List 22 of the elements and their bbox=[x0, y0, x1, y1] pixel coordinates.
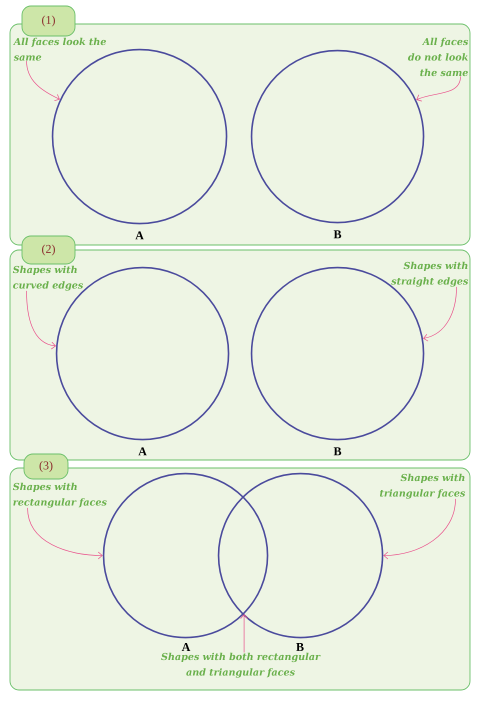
venn-circle bbox=[52, 48, 228, 224]
leader-arrow bbox=[240, 614, 248, 653]
annotation-text: Shapes with triangular faces bbox=[380, 474, 466, 499]
leader-arrow bbox=[26, 290, 56, 350]
node-label: (2) bbox=[42, 244, 55, 256]
leader-arrow bbox=[26, 60, 60, 102]
annotation-text: All faces do not look the same bbox=[408, 38, 468, 76]
annotation-text: Shapes with rectangular faces bbox=[12, 482, 107, 508]
leader-arrow bbox=[27, 508, 103, 560]
annotation-text: Shapes with straight edges bbox=[391, 262, 468, 287]
circle-label: A bbox=[138, 447, 147, 456]
circle-label: B bbox=[334, 447, 342, 456]
annotation-text: Shapes with both rectangular and triangular faces bbox=[161, 652, 321, 678]
leader-arrow bbox=[416, 76, 461, 102]
circle-label: A bbox=[182, 643, 190, 651]
node-label: (3) bbox=[40, 461, 52, 472]
annotation-text: Shapes with curved edges bbox=[12, 266, 84, 291]
circle-label: B bbox=[334, 230, 342, 238]
circle-label: B bbox=[296, 643, 304, 651]
leader-arrow bbox=[423, 286, 457, 342]
leader-arrow bbox=[383, 498, 456, 560]
annotation-text: All faces look the same bbox=[13, 38, 106, 61]
